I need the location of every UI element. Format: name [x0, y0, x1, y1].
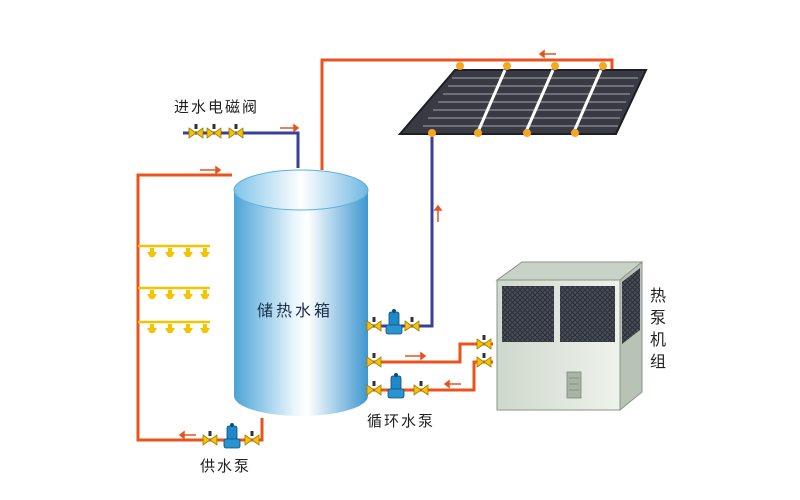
heat-pump-vent — [566, 371, 582, 399]
butterfly-valve-icon — [244, 430, 260, 446]
butterfly-valve-icon — [188, 123, 204, 139]
shower-head-icon — [147, 248, 157, 257]
shower-head-icon — [183, 324, 193, 333]
inlet-valve-label: 进水电磁阀 — [174, 98, 260, 116]
storage-tank — [233, 169, 369, 416]
shower-heads — [147, 248, 210, 333]
inlet-pipe — [183, 131, 300, 168]
flow-arrows — [178, 49, 556, 440]
flow-arrow-icon — [178, 430, 196, 440]
shower-head-icon — [165, 324, 175, 333]
flow-arrow-icon — [280, 123, 300, 133]
tank-top — [233, 169, 369, 211]
supply-loop-pipe — [136, 173, 264, 442]
pump-icon — [223, 422, 241, 449]
shower-head-icon — [200, 324, 210, 333]
heat-pump-grill-left — [502, 286, 554, 342]
collector-supply-pipe — [320, 58, 614, 170]
pump-icon — [387, 372, 405, 399]
butterfly-valve-icon — [228, 123, 244, 139]
heat-pump-unit-label: 热泵机组 — [650, 286, 667, 371]
shower-head-icon — [200, 290, 210, 299]
pump-icon — [385, 308, 403, 335]
butterfly-valve-icon — [476, 334, 492, 350]
shower-head-icon — [200, 248, 210, 257]
flow-arrow-icon — [538, 49, 556, 59]
shower-head-icon — [183, 290, 193, 299]
butterfly-valve-icon — [413, 380, 429, 396]
supply-pump-label: 供水泵 — [200, 457, 252, 475]
butterfly-valve-icon — [404, 316, 420, 332]
flow-arrow-icon — [443, 379, 461, 389]
butterfly-valve-icon — [366, 316, 382, 332]
circulation-pump-label: 循环水泵 — [367, 412, 436, 430]
butterfly-valve-icon — [366, 380, 382, 396]
butterfly-valve-icon — [206, 123, 222, 139]
butterfly-valve-icon — [202, 430, 218, 446]
flow-arrow-icon — [405, 351, 427, 361]
flow-arrow-icon — [200, 165, 222, 175]
butterfly-valve-icon — [366, 352, 382, 368]
storage-tank-label: 储热水箱 — [257, 301, 334, 320]
butterfly-valve-icon — [476, 352, 492, 368]
heat-pump-hot-pipe — [367, 342, 493, 364]
heat-pump-unit — [495, 260, 644, 412]
heat-pump-grill-right — [560, 286, 615, 342]
flow-arrow-icon — [433, 204, 443, 222]
shower-head-icon — [165, 290, 175, 299]
shower-head-icon — [147, 324, 157, 333]
shower-head-icon — [183, 248, 193, 257]
collector-return-pipe — [367, 134, 434, 328]
shower-head-icon — [165, 248, 175, 257]
solar-collector-array — [397, 62, 648, 137]
heat-pump-circ-pipe — [367, 360, 493, 392]
shower-head-icon — [147, 290, 157, 299]
